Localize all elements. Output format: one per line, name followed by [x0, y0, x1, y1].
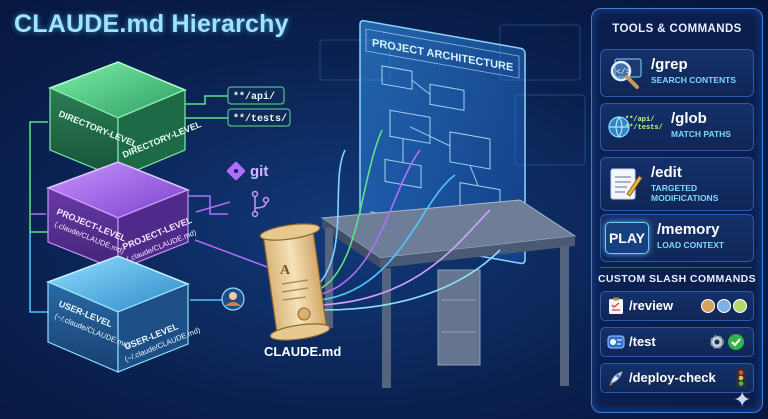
slash-heading: CUSTOM SLASH COMMANDS — [597, 273, 757, 285]
tool-memory-name: /memory — [657, 221, 720, 238]
page-title: CLAUDE.md Hierarchy — [14, 10, 289, 38]
tools-panel: TOOLS & COMMANDS </> /grep SEARCH CONTEN… — [591, 8, 763, 413]
tool-glob-name: /glob — [671, 110, 707, 127]
sparkle-icon: ✦ — [733, 387, 752, 412]
globe-icon — [607, 109, 643, 145]
rocket-icon — [607, 369, 625, 387]
context-curves — [317, 129, 501, 311]
tool-glob-desc: MATCH PATHS — [671, 129, 731, 139]
user-level-cube: USER-LEVEL (~/.claude/CLAUDE.md) USER-LE… — [45, 255, 202, 373]
desk — [320, 199, 577, 388]
user-avatar-icon — [221, 287, 245, 311]
svg-text:**/tests/: **/tests/ — [233, 113, 287, 125]
toggle-icon — [607, 333, 625, 351]
project-level-cube: PROJECT-LEVEL (.claude/CLAUDE.md) PROJEC… — [45, 161, 198, 271]
play-badge: PLAY — [605, 222, 649, 254]
magnifier-icon: </> — [607, 55, 643, 91]
tool-grep[interactable]: </> /grep SEARCH CONTENTS — [600, 49, 754, 97]
tool-memory-desc: LOAD CONTEXT — [657, 240, 725, 250]
scroll-label: CLAUDE.md — [264, 344, 341, 359]
slash-review-name: /review — [629, 298, 674, 313]
claude-md-scroll-icon: A CLAUDE.md — [259, 223, 341, 359]
directory-level-cube: DIRECTORY-LEVEL DIRECTORY-LEVEL — [48, 61, 203, 179]
hierarchy-diagram: PROJECT ARCHITECTURE — [29, 19, 586, 388]
traffic-light-icon — [735, 368, 747, 388]
path-tag-tests: **/tests/ — [227, 108, 291, 127]
project-architecture-board: PROJECT ARCHITECTURE — [359, 19, 526, 265]
tool-glob[interactable]: **/api/ **/tests/ /glob MATCH PATHS — [600, 103, 754, 151]
svg-text:**/api/: **/api/ — [233, 91, 275, 103]
tool-memory[interactable]: PLAY /memory LOAD CONTEXT — [600, 214, 754, 262]
tools-heading: TOOLS & COMMANDS — [612, 23, 742, 35]
branch-icon — [251, 190, 270, 218]
git-label: git — [250, 163, 268, 180]
glob-icon-lines: **/api/ **/tests/ — [625, 116, 663, 132]
tool-grep-desc: SEARCH CONTENTS — [651, 75, 737, 85]
tool-edit[interactable]: /edit TARGETED MODIFICATIONS — [600, 157, 754, 211]
play-icon: PLAY — [605, 220, 649, 256]
notepad-pencil-icon — [607, 166, 643, 202]
git-icon: git — [226, 161, 268, 181]
svg-text:A: A — [280, 263, 291, 278]
hierarchy-connectors — [29, 95, 271, 313]
slash-deploy-check-name: /deploy-check — [629, 370, 716, 385]
tool-edit-desc: TARGETED MODIFICATIONS — [651, 183, 719, 203]
slash-test-name: /test — [629, 334, 656, 349]
svg-text:</>: </> — [616, 68, 631, 77]
people-icon — [701, 296, 747, 316]
path-tag-api: **/api/ — [227, 86, 285, 105]
tool-grep-name: /grep — [651, 56, 688, 73]
slash-deploy-check[interactable]: /deploy-check — [600, 363, 754, 393]
panel-divider — [600, 267, 752, 268]
slash-review[interactable]: /review — [600, 291, 754, 321]
clipboard-icon — [607, 297, 625, 315]
slash-test[interactable]: /test — [600, 327, 754, 357]
tool-edit-name: /edit — [651, 164, 682, 181]
gear-check-icon — [707, 332, 747, 352]
